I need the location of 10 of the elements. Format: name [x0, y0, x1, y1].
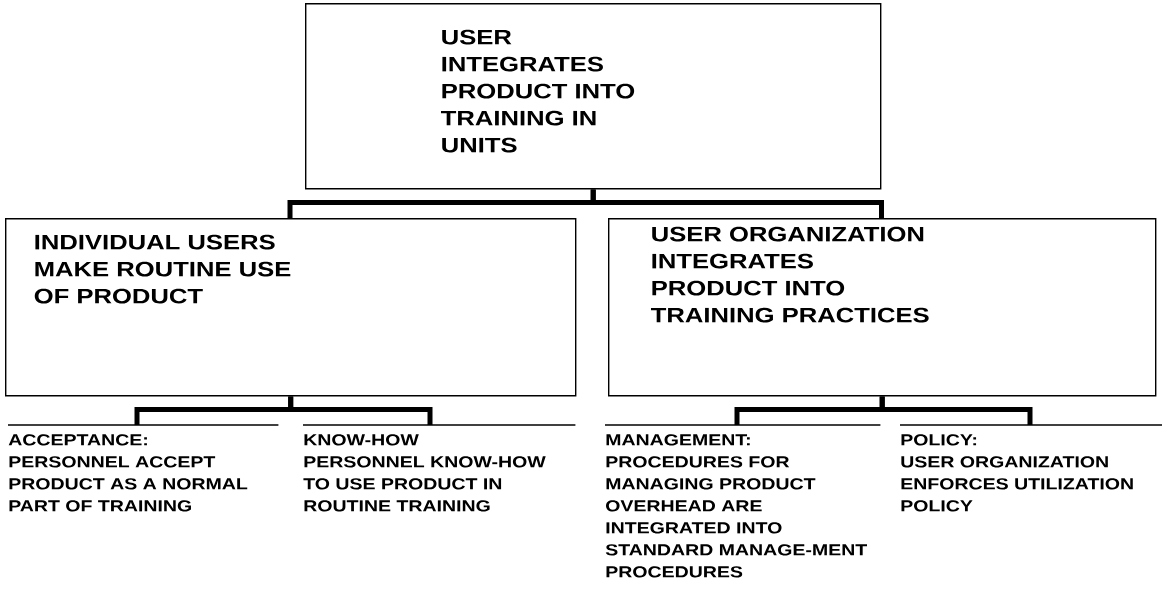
process-box: USER ORGANIZATION INTEGRATES PRODUCT INTO TRAINING PRACTICES: [608, 218, 1157, 397]
bracket-connector: [879, 396, 1033, 425]
bracket-connector: [288, 396, 433, 425]
text-block: POLICY: USER ORGANIZATION ENFORCES UTILIZATION POLICY: [899, 424, 1162, 512]
text-block: ACCEPTANCE: PERSONNEL ACCEPT PRODUCT AS A NORMAL PART OF TRAINING: [7, 424, 280, 512]
bracket-connector: [590, 189, 884, 218]
process-box: USER INTEGRATES PRODUCT INTO TRAINING IN UNITS: [305, 3, 882, 190]
process-box: INDIVIDUAL USERS MAKE ROUTINE USE OF PRODUCT: [5, 218, 577, 397]
text-block: KNOW-HOW PERSONNEL KNOW-HOW TO USE PRODUCT IN ROUTINE TRAINING: [302, 424, 577, 512]
text-block: MANAGEMENT: PROCEDURES FOR MANAGING PRODUCT OVERHEAD ARE INTEGRATED INTO STANDARD MANAGE-MENT PROCEDURES: [604, 424, 882, 578]
